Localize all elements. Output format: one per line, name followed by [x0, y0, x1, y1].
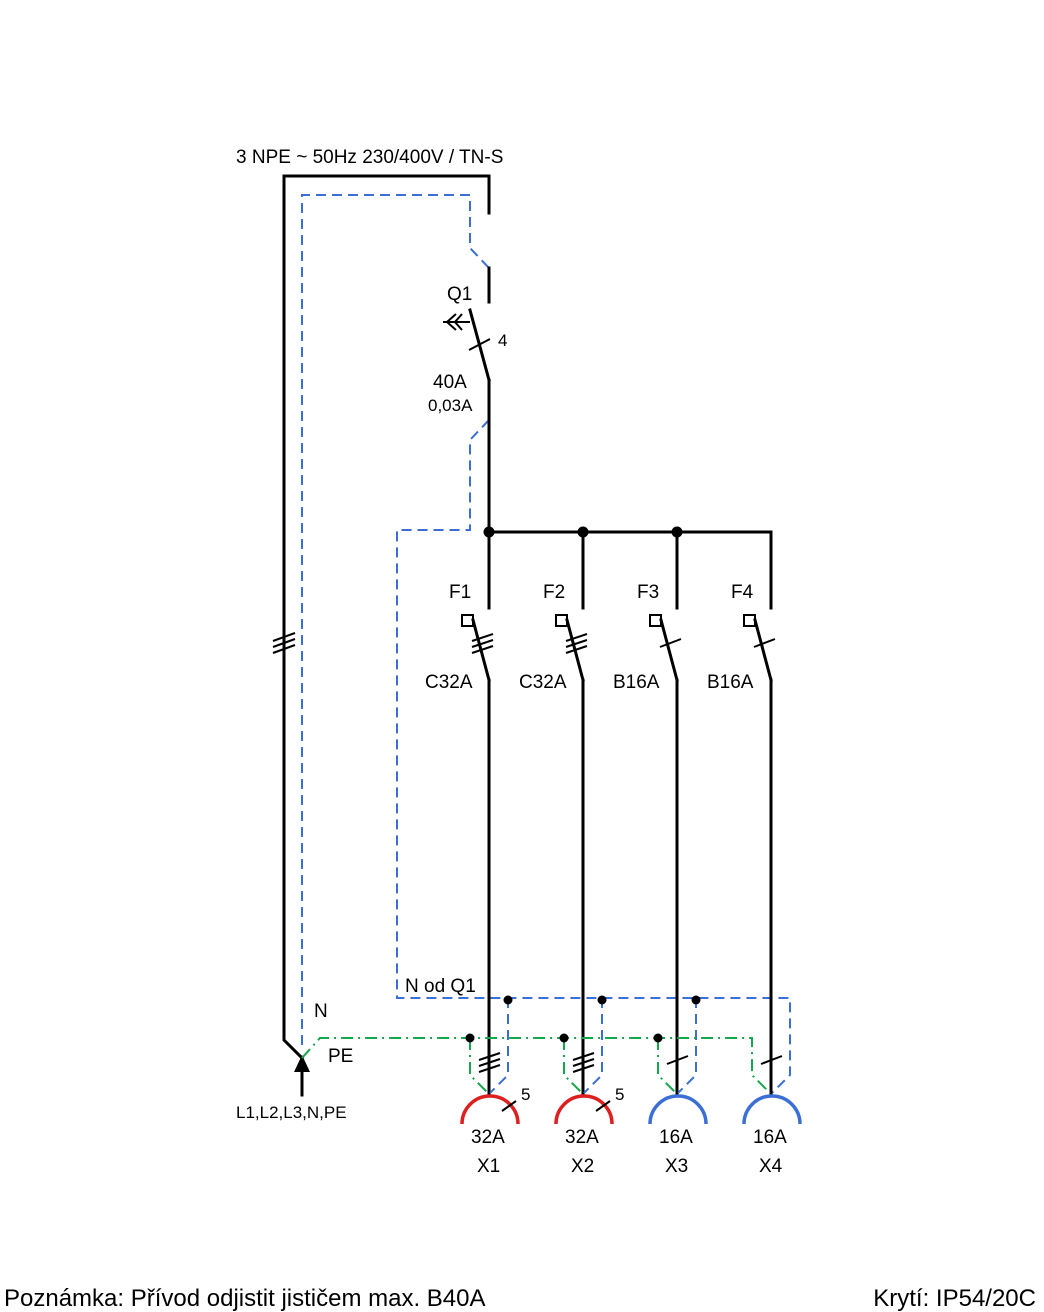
breaker-f4-rating: B16A — [707, 672, 754, 693]
breaker-f3-id: F3 — [637, 582, 659, 603]
breaker-f4-id: F4 — [731, 582, 754, 603]
feeder-cable — [282, 174, 491, 1061]
socket-x2-id: X2 — [571, 1156, 594, 1177]
main-breaker-rating: 40A — [433, 372, 467, 393]
breaker-f1 — [461, 530, 494, 1095]
socket-x1-rating: 32A — [471, 1127, 505, 1148]
socket-x2 — [554, 1094, 614, 1125]
breaker-f3-rating: B16A — [613, 672, 660, 693]
footer-protection: Krytí: IP54/20C — [873, 1285, 1036, 1312]
socket-x3-id: X3 — [665, 1156, 688, 1177]
pe-branches — [465, 1033, 677, 1094]
neutral-feeder — [301, 194, 490, 1045]
socket-x4-rating: 16A — [753, 1127, 787, 1148]
pe-label: PE — [328, 1046, 353, 1067]
supply-header: 3 NPE ~ 50Hz 230/400V / TN-S — [236, 147, 503, 168]
socket-x3-rating: 16A — [659, 1127, 693, 1148]
socket-x1-cores: 5 — [521, 1085, 530, 1104]
supply-input-label: L1,L2,L3,N,PE — [236, 1103, 347, 1122]
breaker-f1-id: F1 — [449, 582, 471, 603]
neutral-bus-label: N od Q1 — [405, 976, 476, 997]
breaker-f2-rating: C32A — [519, 672, 567, 693]
main-breaker-id: Q1 — [447, 284, 472, 305]
main-breaker-q1 — [443, 266, 491, 420]
breaker-f2 — [555, 530, 588, 1095]
pe-bus — [301, 1037, 771, 1094]
breaker-f3 — [649, 530, 682, 1095]
main-breaker-poles: 4 — [498, 331, 507, 350]
feeder-phase-marks — [272, 632, 296, 654]
socket-x1 — [460, 1094, 520, 1125]
breaker-f2-id: F2 — [543, 582, 565, 603]
socket-x2-rating: 32A — [565, 1127, 599, 1148]
neutral-through-q1 — [396, 419, 791, 1094]
socket-x3 — [648, 1094, 708, 1125]
main-breaker-residual: 0,03A — [428, 396, 473, 415]
breaker-f4 — [743, 544, 776, 1095]
supply-input-arrow — [294, 1055, 310, 1097]
socket-x2-cores: 5 — [615, 1085, 624, 1104]
socket-x4 — [742, 1094, 802, 1125]
socket-x4-id: X4 — [759, 1156, 783, 1177]
distribution-bus — [487, 530, 773, 548]
neutral-label: N — [314, 1001, 328, 1022]
neutral-branches — [489, 995, 701, 1094]
socket-x1-id: X1 — [477, 1156, 500, 1177]
breaker-f1-rating: C32A — [425, 672, 473, 693]
footer-note: Poznámka: Přívod odjistit jističem max. … — [4, 1285, 486, 1312]
socket-line-marks — [478, 1052, 783, 1073]
